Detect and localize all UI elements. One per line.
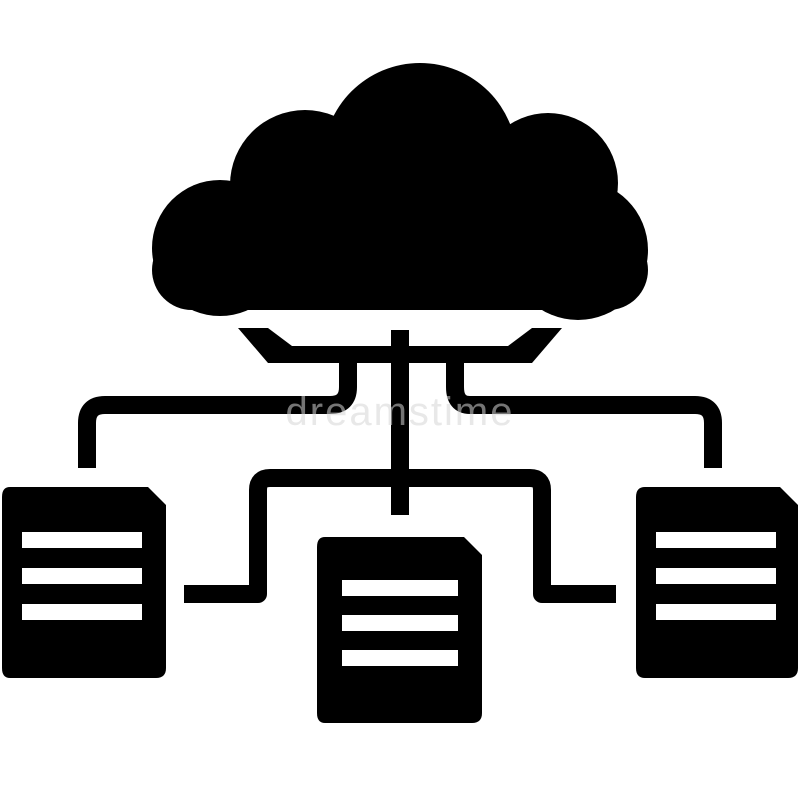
cloud-icon: [152, 63, 648, 320]
document-line: [22, 568, 142, 584]
hub-bar: [238, 328, 562, 363]
document-line: [342, 580, 458, 596]
document-lines-center: [342, 580, 458, 666]
connector-lower-left: [184, 469, 400, 603]
document-lines-right: [656, 532, 776, 620]
document-lines-left: [22, 532, 142, 620]
document-icon-left: [2, 487, 166, 678]
connector-lower-right: [400, 469, 616, 603]
document-line: [342, 650, 458, 666]
connector-left: [78, 363, 357, 468]
document-line: [656, 568, 776, 584]
connector-right: [446, 363, 722, 468]
document-icon-center: [317, 537, 482, 723]
document-line: [22, 604, 142, 620]
document-line: [656, 532, 776, 548]
document-icon-right: [636, 487, 798, 678]
document-line: [22, 532, 142, 548]
document-line: [342, 615, 458, 631]
watermark-text: dreamstime: [286, 390, 515, 434]
document-line: [656, 604, 776, 620]
